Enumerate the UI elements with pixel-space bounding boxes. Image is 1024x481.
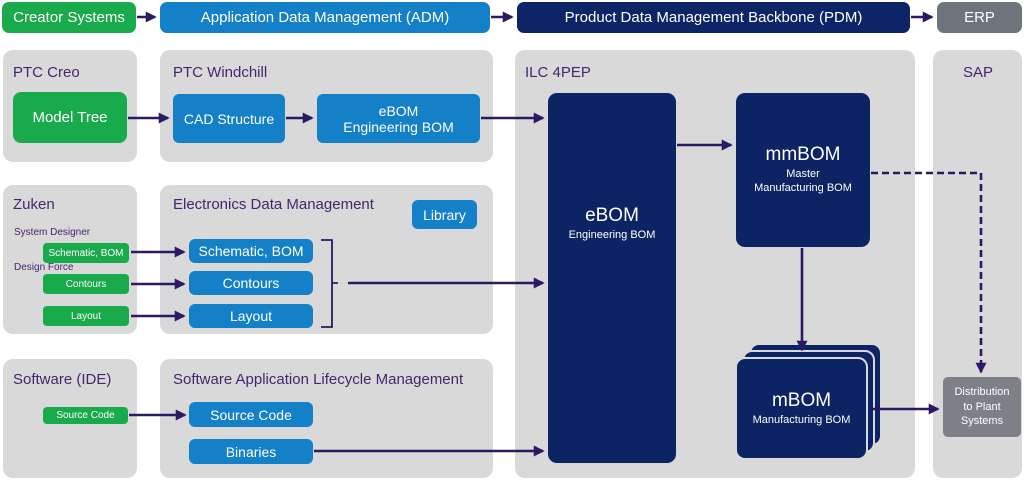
ebom-windchill-box: eBOM Engineering BOM <box>317 94 480 143</box>
ebom-windchill-title: eBOM <box>378 102 419 119</box>
distribution-line1: Distribution <box>954 385 1010 398</box>
creator-systems-label: Creator Systems <box>13 9 125 26</box>
zuken-layout-box: Layout <box>43 306 129 326</box>
cad-structure-label: CAD Structure <box>183 110 275 127</box>
ilc-title: ILC 4PEP <box>525 64 591 81</box>
sap-title: SAP <box>963 64 994 81</box>
cad-structure-box: CAD Structure <box>173 94 285 143</box>
mmbom-box: mmBOM Master Manufacturing BOM <box>736 93 870 247</box>
salm-title: Software Application Lifecycle Managemen… <box>173 371 464 388</box>
library-label: Library <box>423 206 466 223</box>
mbom-box: mBOM Manufacturing BOM <box>735 357 868 460</box>
pdm-header: Product Data Management Backbone (PDM) <box>517 2 910 33</box>
pdm-label: Product Data Management Backbone (PDM) <box>564 9 863 26</box>
zuken-schematic-bom-label: Schematic, BOM <box>48 247 124 259</box>
zuken-schematic-bom-box: Schematic, BOM <box>43 243 129 263</box>
ide-source-code-label: Source Code <box>56 410 115 421</box>
edm-title: Electronics Data Management <box>173 196 374 213</box>
model-tree-label: Model Tree <box>32 109 108 126</box>
mmbom-subtitle-line2: Manufacturing BOM <box>754 182 852 195</box>
creator-systems-header: Creator Systems <box>2 2 136 33</box>
mbom-title: mBOM <box>771 389 832 411</box>
edm-schematic-bom-label: Schematic, BOM <box>198 243 304 259</box>
adm-label: Application Data Management (ADM) <box>200 9 450 26</box>
model-tree-box: Model Tree <box>13 92 127 143</box>
edm-schematic-bom-box: Schematic, BOM <box>189 239 313 263</box>
edm-contours-box: Contours <box>189 271 313 295</box>
zuken-contours-label: Contours <box>65 278 107 290</box>
salm-binaries-label: Binaries <box>225 443 277 460</box>
edm-layout-box: Layout <box>189 304 313 328</box>
ptc-creo-title: PTC Creo <box>13 64 80 81</box>
distribution-line3: Systems <box>960 415 1004 428</box>
ebom-main-subtitle: Engineering BOM <box>568 228 656 241</box>
edm-contours-label: Contours <box>222 275 280 291</box>
zuken-contours-box: Contours <box>43 274 129 294</box>
distribution-line2: to Plant <box>963 400 1001 413</box>
salm-source-code-label: Source Code <box>210 406 292 423</box>
software-ide-title: Software (IDE) <box>13 371 112 388</box>
system-designer-label: System Designer <box>14 227 91 238</box>
mmbom-subtitle-line1: Master <box>786 168 820 181</box>
mmbom-title: mmBOM <box>765 144 841 166</box>
erp-header: ERP <box>937 2 1022 33</box>
salm-source-code-box: Source Code <box>189 402 313 427</box>
ebom-main-title: eBOM <box>585 205 639 226</box>
mbom-subtitle: Manufacturing BOM <box>752 413 851 426</box>
adm-header: Application Data Management (ADM) <box>160 2 490 33</box>
salm-binaries-box: Binaries <box>189 439 313 464</box>
edm-layout-label: Layout <box>229 308 273 324</box>
distribution-box: Distribution to Plant Systems <box>943 377 1021 437</box>
erp-label: ERP <box>964 9 995 26</box>
zuken-layout-label: Layout <box>70 310 102 322</box>
zuken-title: Zuken <box>13 196 55 213</box>
ebom-windchill-subtitle: Engineering BOM <box>343 118 454 135</box>
ptc-windchill-title: PTC Windchill <box>173 64 268 81</box>
ebom-main-box: eBOM Engineering BOM <box>548 93 676 463</box>
library-box: Library <box>412 200 477 229</box>
design-force-label: Design Force <box>14 262 74 273</box>
ide-source-code-box: Source Code <box>43 407 128 424</box>
